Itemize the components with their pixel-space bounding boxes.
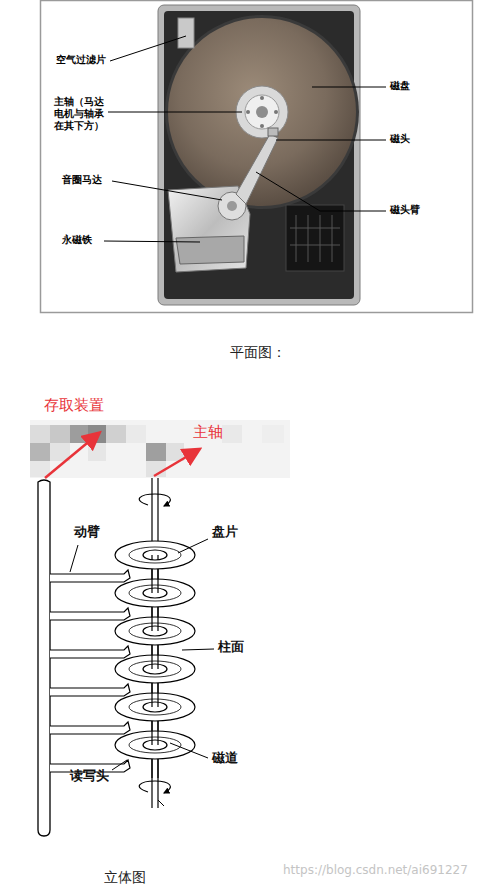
part-label: 磁盘 [390, 80, 410, 92]
arms [50, 570, 130, 772]
part-label: 动臂 [74, 524, 100, 540]
pointer-arrow [45, 434, 98, 478]
part-label: 盘片 [212, 524, 238, 540]
part-label: 主轴（马达 电机与轴承 在其下方） [54, 96, 106, 132]
photo-frame [41, 1, 473, 313]
figure-caption: 平面图： [230, 344, 286, 362]
part-label: 磁头臂 [390, 204, 420, 216]
access-bar [38, 480, 50, 836]
pointer-arrow [154, 450, 198, 476]
part-label: 读写头 [70, 768, 109, 784]
part-label: 永磁铁 [62, 234, 92, 246]
leader-lines [104, 36, 386, 242]
leader-lines [70, 539, 214, 770]
part-label: 磁道 [212, 750, 238, 766]
watermark: https://blog.csdn.net/ai691227 [283, 863, 468, 878]
hard-drive-photo [158, 5, 360, 305]
spindle-segments [152, 555, 158, 778]
pointer-label: 主轴 [193, 423, 223, 442]
part-label: 磁头 [390, 133, 410, 145]
pointer-label: 存取装置 [44, 396, 104, 415]
mosaic-blur [30, 420, 290, 478]
figure-caption: 立体图 [104, 869, 146, 887]
spindle-mark [158, 800, 164, 806]
part-label: 空气过滤片 [56, 54, 106, 66]
part-label: 音圈马达 [62, 174, 102, 186]
rotation-arrow [139, 781, 170, 793]
rotation-arrow [139, 494, 170, 506]
part-label: 柱面 [218, 639, 244, 655]
